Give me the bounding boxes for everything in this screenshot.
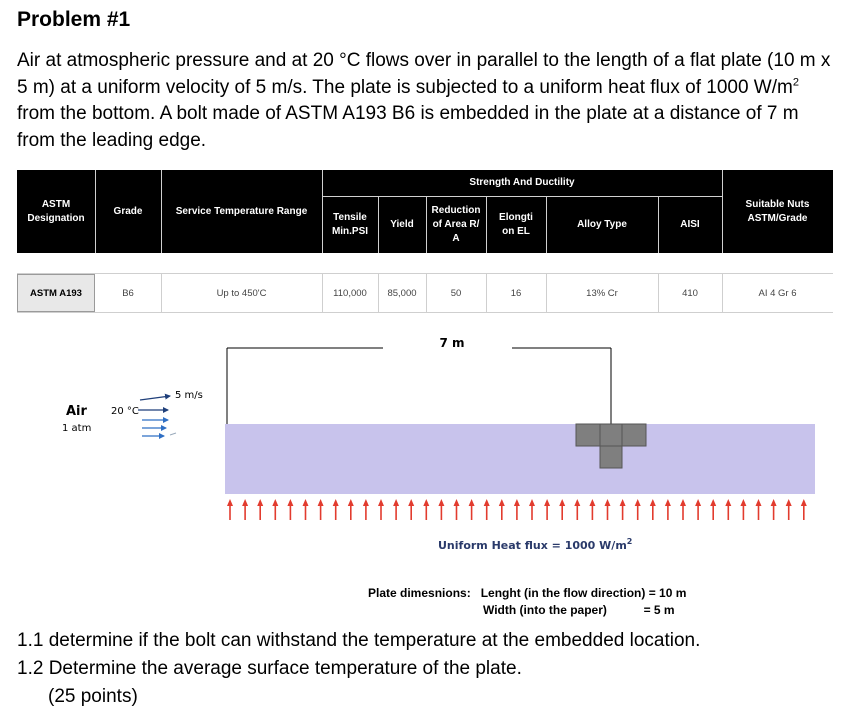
heat-flux-arrow: [317, 499, 324, 520]
air-temperature-label: 20 °C: [111, 406, 139, 417]
air-pressure-label: 1 atm: [62, 423, 91, 434]
heat-flux-arrow: [800, 499, 807, 520]
heat-flux-arrow: [242, 499, 249, 520]
problem-statement: Air at atmospheric pressure and at 20 °C…: [17, 48, 837, 154]
header-grade: Grade: [113, 205, 143, 217]
heat-flux-arrow: [740, 499, 747, 520]
plate-width-label: Width (into the paper): [483, 603, 607, 617]
heat-flux-arrow: [483, 499, 490, 520]
header-yield: Yield: [390, 218, 414, 230]
heat-flux-arrow: [695, 499, 702, 520]
heat-flux-arrow: [423, 499, 430, 520]
heat-flux-arrow: [710, 499, 717, 520]
heat-flux-arrow: [257, 499, 264, 520]
heat-flux-arrow: [664, 499, 671, 520]
heat-flux-arrow: [513, 499, 520, 520]
heat-flux-text: Uniform Heat flux = 1000 W/m: [438, 539, 627, 552]
heat-flux-arrow: [544, 499, 551, 520]
header-service-temperature: Service Temperature Range: [175, 205, 308, 217]
header-alloy-type: Alloy Type: [577, 218, 627, 230]
points: (25 points): [48, 686, 138, 707]
plate-length: Lenght (in the flow direction) = 10 m: [480, 586, 687, 600]
heat-flux-arrow: [589, 499, 596, 520]
heat-flux-arrow: [725, 499, 732, 520]
header-suitable-nuts: Suitable Nuts ASTM/Grade: [745, 198, 810, 224]
question-1: 1.1 determine if the bolt can withstand …: [17, 630, 701, 651]
heat-flux-arrows: [227, 499, 807, 520]
bolt: [575, 423, 647, 469]
heat-flux-arrow: [498, 499, 505, 520]
statement-part-1: Air at atmospheric pressure and at 20 °C…: [17, 50, 831, 98]
heat-flux-arrow: [755, 499, 762, 520]
heat-flux-arrow: [287, 499, 294, 520]
heat-flux-arrow: [393, 499, 400, 520]
air-label: Air: [66, 404, 88, 419]
heat-flux-arrow: [408, 499, 415, 520]
heat-flux-arrow: [619, 499, 626, 520]
cell-service-temperature: Up to 450'C: [216, 287, 267, 299]
statement-superscript: 2: [792, 76, 799, 89]
question-2: 1.2 Determine the average surface temper…: [17, 658, 522, 679]
heat-flux-arrow: [785, 499, 792, 520]
heat-flux-arrow: [272, 499, 279, 520]
header-tensile: Tensile Min.PSI: [331, 211, 369, 237]
table-row: ASTM A193 B6 Up to 450'C 110,000 85,000 …: [17, 273, 833, 313]
heat-flux-arrow: [649, 499, 656, 520]
cell-reduction: 50: [450, 287, 462, 299]
heat-flux-arrow: [604, 499, 611, 520]
plate-dimensions: Plate dimesnions: Lenght (in the flow di…: [368, 585, 686, 619]
heat-flux-arrow: [634, 499, 641, 520]
heat-flux-arrow: [770, 499, 777, 520]
heat-flux-arrow: [378, 499, 384, 520]
cell-suitable-nuts: AI 4 Gr 6: [758, 287, 797, 299]
cell-elongation: 16: [510, 287, 522, 299]
heat-flux-arrow: [453, 499, 460, 520]
dimension-line: [226, 347, 612, 424]
cell-yield: 85,000: [387, 287, 417, 299]
header-elongation: Elongti on EL: [499, 211, 533, 237]
header-reduction: Reduction of Area R/ A: [431, 204, 481, 244]
plate-width-value: = 5 m: [643, 603, 675, 617]
heat-flux-arrow: [302, 499, 309, 520]
distance-label: 7 m: [439, 336, 464, 350]
heat-flux-arrow: [574, 499, 581, 520]
heat-flux-arrow: [332, 499, 339, 520]
header-strength-ductility: Strength And Ductility: [469, 177, 575, 188]
cell-alloy-type: 13% Cr: [586, 287, 618, 299]
cell-grade: B6: [122, 287, 134, 299]
flow-arrows: [138, 393, 177, 439]
heat-flux-arrow: [559, 499, 566, 520]
heat-flux-arrow: [529, 499, 535, 520]
heat-flux-arrow: [468, 499, 475, 520]
statement-part-2: from the bottom. A bolt made of ASTM A19…: [17, 103, 799, 151]
heat-flux-arrow: [347, 499, 354, 520]
flat-plate: [225, 424, 815, 494]
heat-flux-label: Uniform Heat flux = 1000 W/m2: [438, 537, 632, 552]
heat-flux-arrow: [362, 499, 369, 520]
header-astm-designation: ASTM Designation: [27, 198, 85, 224]
problem-title: Problem #1: [17, 8, 131, 31]
heat-flux-arrow: [227, 499, 233, 520]
velocity-label: 5 m/s: [175, 390, 203, 401]
header-aisi: AISI: [680, 218, 700, 230]
heat-flux-arrow: [680, 499, 686, 520]
cell-designation: ASTM A193: [17, 274, 95, 312]
cell-tensile: 110,000: [333, 287, 367, 299]
heat-flux-arrow: [438, 499, 445, 520]
heat-flux-superscript: 2: [627, 537, 633, 546]
plate-dimensions-label: Plate dimesnions:: [368, 586, 471, 600]
material-table-header: ASTM Designation Grade Service Temperatu…: [17, 170, 833, 253]
cell-aisi: 410: [682, 287, 698, 299]
plate-diagram: 7 m Air 1 atm 20 °C 5 m/s Uniform Heat f…: [62, 336, 815, 552]
